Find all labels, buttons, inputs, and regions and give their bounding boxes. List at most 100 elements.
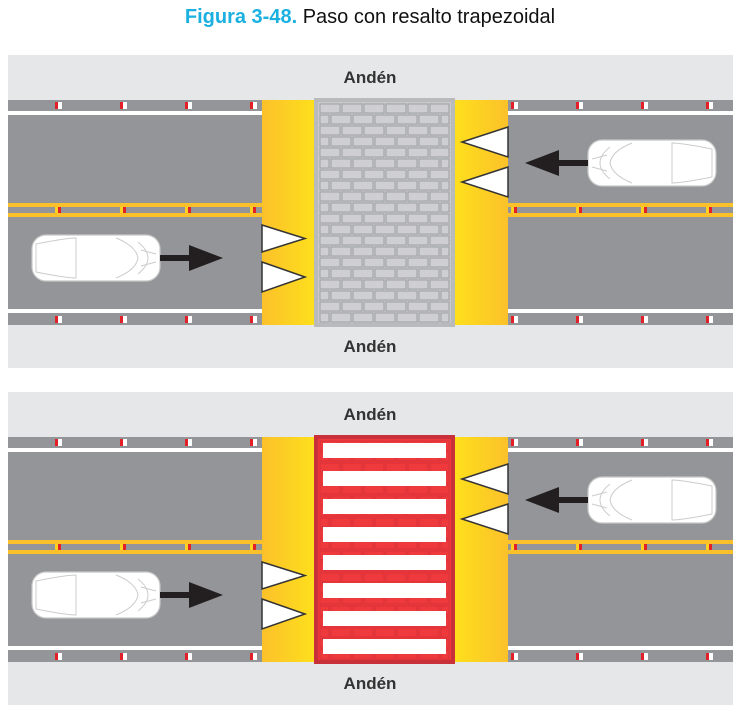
road-stud-white: [253, 653, 257, 660]
cobblestone: [341, 125, 363, 136]
road-stud-white: [514, 102, 518, 109]
road-stud-red: [511, 653, 514, 660]
red-brick: [319, 484, 341, 495]
road-stud-white: [579, 653, 583, 660]
road-stud-white: [253, 316, 257, 323]
car-westbound: [587, 139, 717, 187]
red-brick: [352, 517, 374, 528]
ramp-triangle-marking: [261, 260, 308, 294]
center-stud-yellow: [55, 544, 58, 550]
center-stud-yellow: [55, 207, 58, 213]
road-stud-red: [250, 439, 253, 446]
cobblestone: [396, 268, 418, 279]
zebra-stripe: [323, 639, 446, 654]
cobblestone: [396, 136, 418, 147]
cobblestone: [352, 136, 374, 147]
cobblestone: [341, 279, 363, 290]
cobblestone: [363, 125, 385, 136]
cobblestone: [363, 147, 385, 158]
cobblestone: [418, 202, 440, 213]
cobblestone: [418, 290, 440, 301]
red-brick: [319, 572, 341, 583]
cobblestone: [363, 169, 385, 180]
road-stud-white: [514, 316, 518, 323]
center-stud-red: [58, 544, 61, 550]
red-brick: [374, 517, 396, 528]
cobblestone: [374, 136, 396, 147]
figure-caption: Paso con resalto trapezoidal: [302, 6, 556, 28]
road-stud-white: [188, 102, 192, 109]
center-stud-red: [644, 544, 647, 550]
car-westbound: [587, 476, 717, 524]
road-stud-red: [185, 316, 188, 323]
car-hood: [137, 578, 157, 612]
cobblestone: [440, 114, 450, 125]
road-stud-white: [709, 439, 713, 446]
cobblestone: [319, 213, 341, 224]
cobblestone: [341, 103, 363, 114]
cobblestone: [341, 235, 363, 246]
road-stud-white: [644, 439, 648, 446]
road-stud-red: [576, 102, 579, 109]
cobblestone: [396, 290, 418, 301]
cobblestone: [396, 202, 418, 213]
road-stud-white: [514, 653, 518, 660]
cobblestone: [319, 312, 330, 323]
cobblestone: [429, 301, 450, 312]
cobblestone: [429, 235, 450, 246]
red-brick: [330, 517, 352, 528]
zebra-stripe: [323, 499, 446, 514]
center-stud-yellow: [250, 207, 253, 213]
road-stud-red: [641, 439, 644, 446]
road-stud-red: [576, 439, 579, 446]
road-stud-white: [123, 316, 127, 323]
cobblestone: [352, 114, 374, 125]
red-brick: [319, 627, 330, 638]
cobblestone: [374, 158, 396, 169]
cobblestone: [319, 191, 341, 202]
cobblestone: [319, 202, 330, 213]
cobblestone: [429, 279, 450, 290]
cobblestone: [396, 158, 418, 169]
cobblestone: [319, 147, 341, 158]
cobblestone: [319, 180, 330, 191]
road-stud-white: [709, 316, 713, 323]
road-stud-white: [58, 653, 62, 660]
car-windshield: [609, 479, 633, 521]
car-eastbound: [31, 571, 161, 619]
cobblestone: [330, 246, 352, 257]
red-brick: [363, 572, 385, 583]
car-windshield: [609, 142, 633, 184]
road-stud-red: [250, 316, 253, 323]
cobblestone: [319, 224, 330, 235]
arrow-head: [525, 150, 559, 176]
center-stud-red: [514, 207, 517, 213]
cobblestone: [319, 169, 341, 180]
car-hood: [591, 483, 611, 517]
cobblestone: [330, 268, 352, 279]
zebra-stripe: [323, 527, 446, 542]
zebra-stripe: [323, 583, 446, 598]
center-stud-yellow: [250, 544, 253, 550]
cobblestone: [363, 191, 385, 202]
cobblestone: [440, 224, 450, 235]
red-brick: [385, 572, 407, 583]
arrow-left-icon: [525, 150, 588, 176]
cobblestone: [319, 290, 330, 301]
cobblestone: [319, 235, 341, 246]
cobblestone: [407, 213, 429, 224]
car-body: [31, 571, 161, 619]
cobblestone: [374, 268, 396, 279]
center-stud-yellow: [120, 207, 123, 213]
arrow-head: [189, 582, 223, 608]
red-brick: [440, 517, 450, 528]
ramp-triangle-marking: [459, 462, 509, 496]
red-brick: [319, 517, 330, 528]
red-brick: [341, 572, 363, 583]
cobblestone: [330, 180, 352, 191]
red-brick: [352, 627, 374, 638]
cobblestone: [319, 158, 330, 169]
cobblestone: [374, 290, 396, 301]
red-brick: [440, 627, 450, 638]
